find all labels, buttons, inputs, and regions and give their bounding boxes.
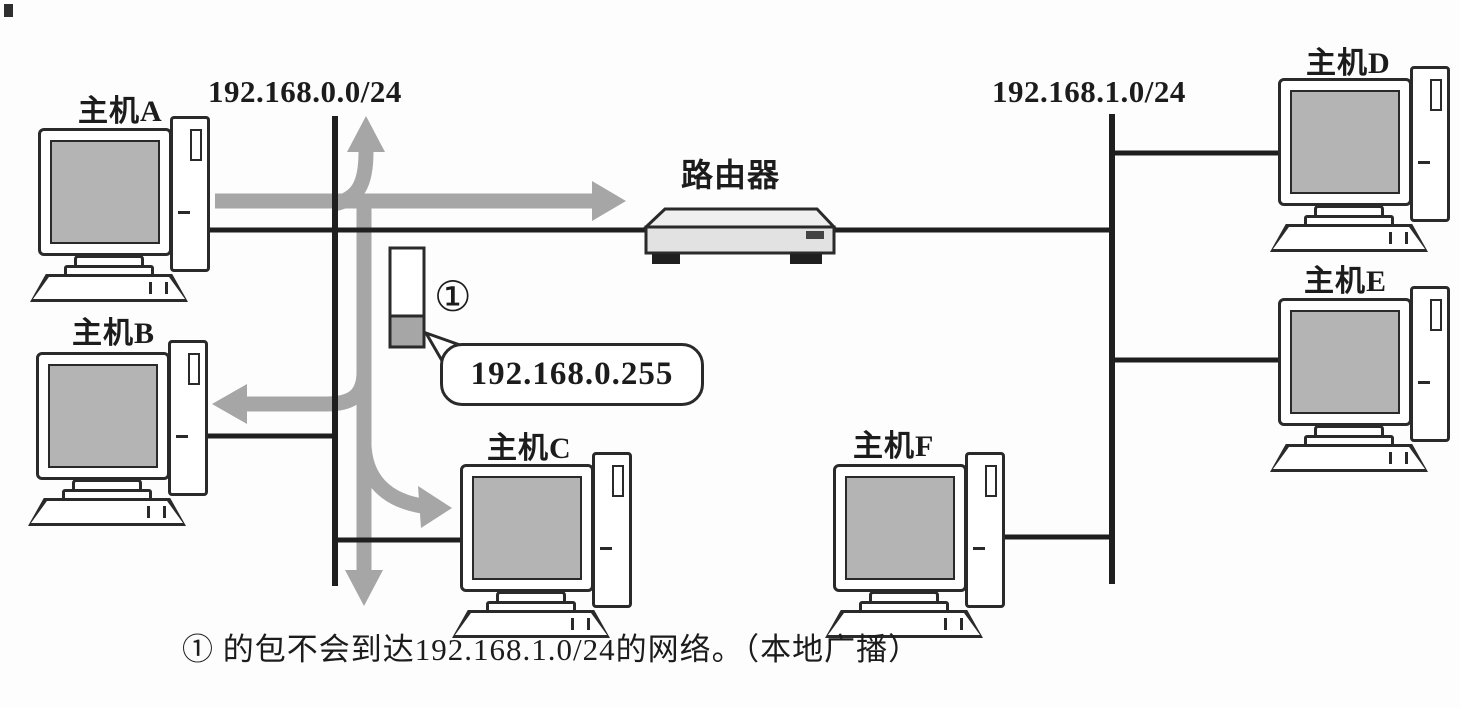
packet-icon xyxy=(388,246,426,349)
host-b-label: 主机B xyxy=(72,317,156,350)
host-c-keyboard xyxy=(452,610,610,638)
host-d-keyboard xyxy=(1270,224,1428,252)
broadcast-arrow-right-head xyxy=(418,486,452,528)
router-label: 路由器 xyxy=(681,157,781,193)
host-d-screen xyxy=(1290,90,1400,194)
host-e-icon xyxy=(1270,286,1450,476)
figure-caption: ① 的包不会到达192.168.1.0/24的网络。（本地广播） xyxy=(182,632,921,667)
host-c-label: 主机C xyxy=(487,432,572,465)
host-f-monitor xyxy=(833,464,967,592)
broadcast-arrow-right-shaft xyxy=(356,445,424,514)
router-icon xyxy=(642,207,838,264)
host-f-keyboard xyxy=(825,610,983,638)
host-d-label: 主机D xyxy=(1306,47,1391,80)
host-c-icon xyxy=(452,452,632,642)
host-e-label: 主机E xyxy=(1304,265,1388,298)
host-f-screen xyxy=(845,476,955,580)
broadcast-arrow-down-head xyxy=(345,570,383,606)
network-links xyxy=(200,114,1288,586)
network1-label: 192.168.1.0/24 xyxy=(992,74,1186,109)
host-c-tower xyxy=(592,452,632,608)
broadcast-arrow-up-head xyxy=(347,116,385,152)
router-port xyxy=(806,231,824,239)
host-a-tower xyxy=(170,116,210,272)
router-front-face xyxy=(644,225,836,255)
router-foot-right xyxy=(790,254,822,264)
broadcast-arrow-left-head xyxy=(212,384,247,424)
broadcast-flow-arrows xyxy=(212,116,626,606)
host-e-keyboard xyxy=(1270,444,1428,472)
packet-broadcast-part xyxy=(388,314,426,349)
broadcast-arrow-up-shaft xyxy=(332,151,374,212)
broadcast-arrow-main-head xyxy=(592,181,626,221)
host-f-icon xyxy=(825,452,1005,642)
host-a-keyboard xyxy=(30,274,188,302)
host-a-screen xyxy=(50,140,160,244)
host-e-monitor xyxy=(1278,298,1412,426)
host-f-label: 主机F xyxy=(853,430,935,463)
host-a-icon xyxy=(30,116,210,306)
broadcast-address-bubble: 192.168.0.255 xyxy=(440,343,704,406)
host-e-tower xyxy=(1410,286,1450,442)
host-b-keyboard xyxy=(28,498,186,526)
scan-artifact-dot xyxy=(4,4,13,17)
host-e-screen xyxy=(1290,310,1400,414)
router-top-face xyxy=(642,207,838,229)
host-a-label: 主机A xyxy=(78,95,163,128)
host-d-tower xyxy=(1410,66,1450,222)
host-d-monitor xyxy=(1278,78,1412,206)
host-b-screen xyxy=(48,364,158,468)
host-a-monitor xyxy=(38,128,172,256)
host-b-monitor xyxy=(36,352,170,480)
packet-number-badge: ① xyxy=(434,272,472,321)
host-b-tower xyxy=(168,340,208,496)
host-c-monitor xyxy=(460,464,594,592)
host-b-icon xyxy=(28,340,208,530)
host-f-tower xyxy=(965,452,1005,608)
host-d-icon xyxy=(1270,66,1450,256)
broadcast-arrow-left-shaft xyxy=(246,371,372,412)
router-foot-left xyxy=(652,254,680,264)
host-c-screen xyxy=(472,476,582,580)
network0-label: 192.168.0.0/24 xyxy=(208,74,402,109)
